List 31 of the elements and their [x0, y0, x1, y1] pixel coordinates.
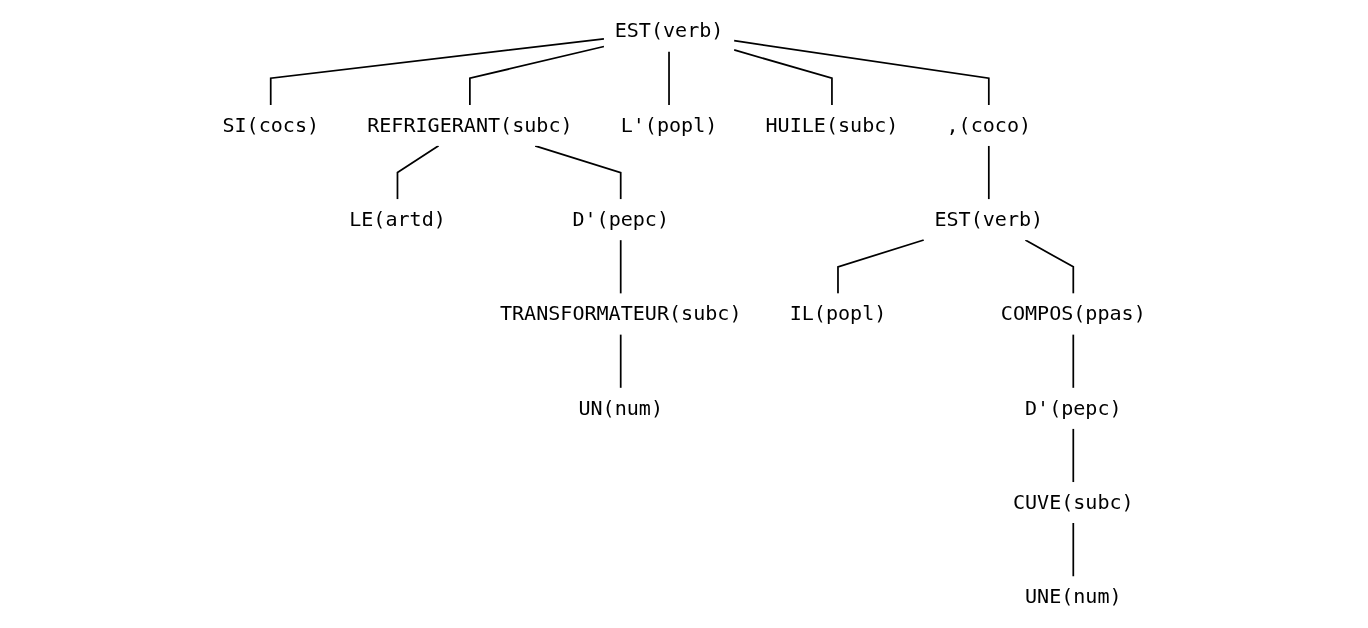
node-text: EST(verb) [614, 18, 724, 43]
node-text: D'(pepc) [1024, 395, 1122, 420]
node-text: IL(popl) [789, 301, 887, 326]
connector [269, 37, 605, 106]
connector [1072, 522, 1075, 578]
connector [1072, 427, 1075, 484]
connector [733, 39, 990, 106]
node-text: EST(verb) [934, 207, 1044, 232]
node-text: L'(popl) [620, 113, 718, 138]
connector [668, 50, 670, 106]
connector [987, 144, 990, 201]
node-text: ,(coco) [946, 113, 1031, 138]
connector [1024, 239, 1075, 295]
node-text: UN(num) [578, 395, 663, 420]
connector [619, 333, 622, 389]
connector [1072, 333, 1075, 389]
node-text: D'(pepc) [572, 207, 669, 232]
connector [396, 144, 440, 201]
node-text: CUVE(subc) [1012, 490, 1134, 515]
connector [468, 45, 605, 106]
connector [619, 239, 622, 295]
node-text: UNE(num) [1024, 584, 1122, 609]
node-text: REFRIGERANT(subc) [367, 113, 573, 138]
node-text: TRANSFORMATEUR(subc) [499, 301, 742, 326]
connector [733, 49, 833, 106]
node-text: SI(cocs) [222, 113, 319, 138]
connector [534, 144, 622, 201]
node-text: HUILE(subc) [765, 113, 899, 138]
node-text: COMPOS(ppas) [1000, 301, 1146, 326]
connector [837, 239, 925, 295]
node-text: LE(artd) [349, 207, 446, 232]
